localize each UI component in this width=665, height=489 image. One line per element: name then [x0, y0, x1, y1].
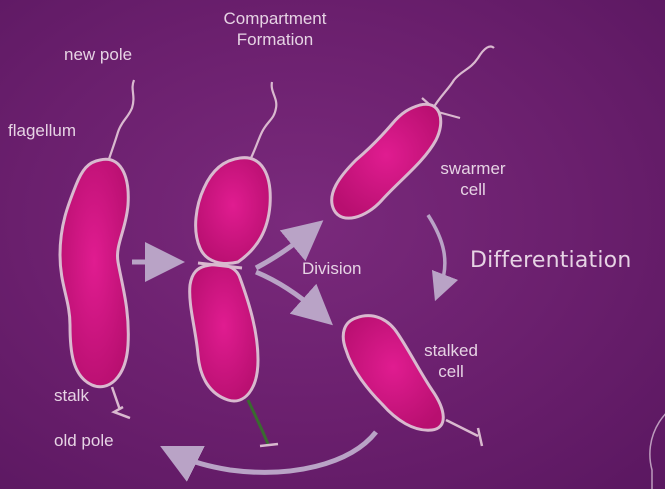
stalk-2-tip — [260, 444, 278, 446]
decorative-arc — [650, 395, 665, 489]
compartment-formation-label: Compartment Formation — [224, 8, 327, 50]
differentiation-label: Differentiation — [470, 250, 631, 271]
division-label: Division — [302, 258, 362, 279]
stalked-cell-label: stalked cell — [424, 340, 478, 382]
cell-1-body — [60, 159, 128, 387]
flagellum-label: flagellum — [8, 120, 76, 141]
stalk-label: stalk — [54, 385, 89, 406]
stalk-1 — [112, 387, 130, 418]
compartment-line1: Compartment — [224, 8, 327, 29]
swarmer-line2: cell — [440, 179, 505, 200]
stalk-3 — [446, 420, 482, 446]
stalked-line2: cell — [424, 361, 478, 382]
stalked-line1: stalked — [424, 340, 478, 361]
new-pole-label: new pole — [64, 44, 132, 65]
swarmer-cell-label: swarmer cell — [440, 158, 505, 200]
swarmer-line1: swarmer — [440, 158, 505, 179]
old-pole-label: old pole — [54, 430, 114, 451]
cell-2-bottom — [190, 265, 258, 401]
arrow-differentiation — [428, 215, 445, 288]
flagellum-2 — [250, 82, 276, 160]
flagellum-1 — [108, 80, 134, 162]
swarmer-cell-body — [332, 104, 441, 218]
cell-2-top — [196, 158, 271, 264]
arrow-return — [178, 432, 376, 472]
stalk-2 — [248, 400, 268, 444]
arrow-division-up — [256, 233, 308, 268]
compartment-line2: Formation — [224, 29, 327, 50]
swarmer-flagellum — [432, 46, 494, 110]
